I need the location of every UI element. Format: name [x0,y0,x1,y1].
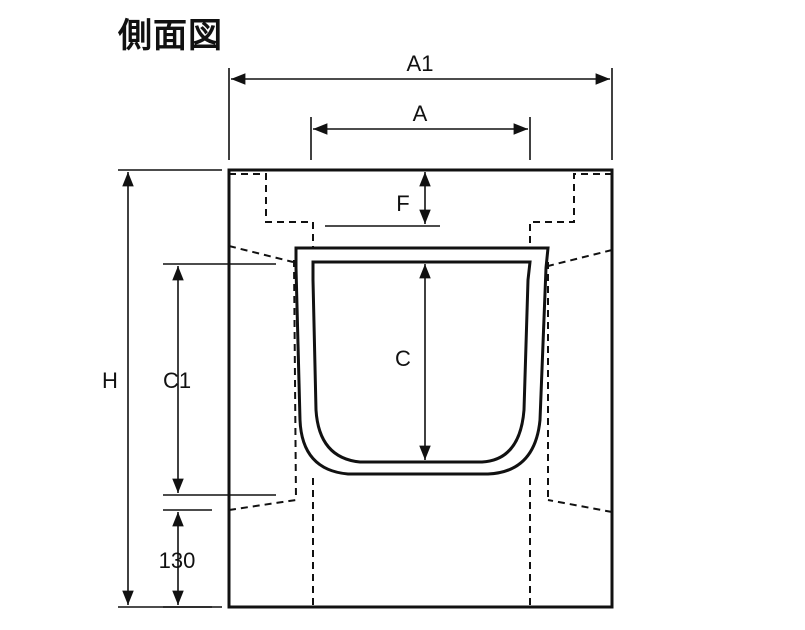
recess-right-dashed [529,173,612,248]
dim-a1-label: A1 [407,51,434,76]
hidden-line-right-top [547,249,613,267]
page-title: 側面図 [118,16,223,56]
gutter-outer [294,246,550,476]
recess-left-dashed [229,173,314,248]
hidden-line-left-bottom [228,499,297,511]
hidden-line-left-top [228,245,294,263]
dim-f-label: F [396,191,409,216]
hidden-line-right-bottom [547,499,613,513]
dim-130-label: 130 [159,548,196,573]
block-outline [227,168,614,609]
dim-c1-label: C1 [163,368,191,393]
dim-c-label: C [395,346,411,371]
gutter-inner [311,260,532,464]
dim-a-label: A [413,101,428,126]
hidden-line-left-vertical [293,259,297,501]
dim-h-label: H [102,368,118,393]
